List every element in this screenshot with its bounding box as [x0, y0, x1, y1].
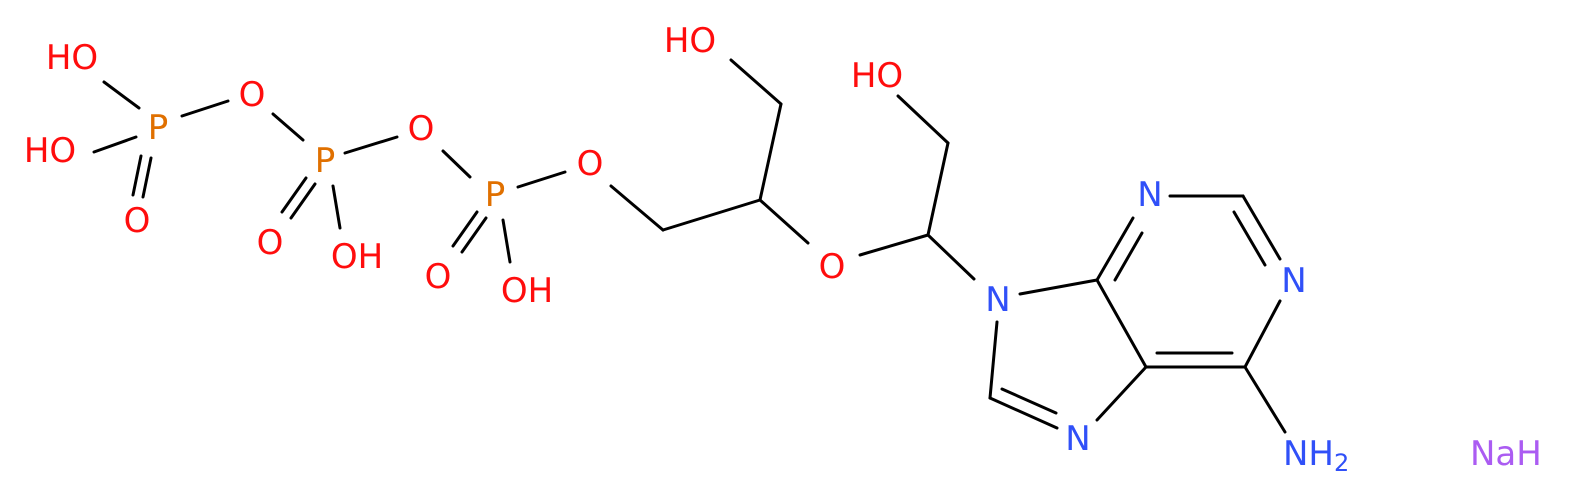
bond	[131, 154, 143, 197]
atom-double-oxygen-3: O	[425, 257, 452, 297]
atom-nitrogen-1: N	[1281, 261, 1306, 301]
atom-hydroxyl-3: OH	[331, 237, 383, 277]
bond	[1095, 365, 1148, 422]
bond	[289, 182, 317, 220]
atom-ester-oxygen: O	[577, 144, 604, 184]
bond	[758, 102, 783, 202]
atom-bridge-oxygen-2: O	[408, 109, 435, 149]
bond	[271, 112, 305, 142]
bond	[460, 216, 488, 254]
atom-nitrogen-3: N	[1137, 175, 1162, 215]
bond	[1243, 365, 1287, 434]
atom-phosphorus-1: P	[148, 108, 169, 148]
bond	[1018, 278, 1099, 296]
bond	[926, 141, 950, 237]
atom-sodium-hydride: NaH	[1470, 434, 1542, 474]
bond	[1243, 299, 1282, 369]
bonds	[92, 58, 1287, 434]
bond	[988, 396, 1059, 430]
atom-labels: HO HO P O O P O OH O P O OH O HO HO O N …	[24, 21, 1542, 477]
bond	[1113, 231, 1144, 282]
atom-double-oxygen-2: O	[257, 223, 284, 263]
bond	[141, 156, 153, 199]
bond	[988, 320, 999, 400]
bond	[331, 184, 342, 230]
atom-hydroxyl-4: OH	[501, 271, 553, 311]
bond	[729, 58, 783, 106]
bond	[609, 184, 665, 232]
atom-amine: NH2	[1283, 434, 1349, 477]
bond	[661, 198, 762, 232]
bond	[896, 94, 950, 145]
bond	[1095, 278, 1148, 369]
atom-hydroxyl-5: HO	[664, 21, 716, 61]
bond	[516, 170, 567, 189]
bond	[1095, 216, 1135, 282]
bond	[858, 233, 930, 257]
bond	[1232, 210, 1267, 267]
atom-hydroxyl-1: HO	[46, 38, 98, 78]
atom-phosphorus-2: P	[315, 141, 336, 181]
bond	[180, 99, 230, 118]
atom-hydroxyl-2: HO	[24, 131, 76, 171]
bond	[1241, 194, 1282, 261]
atom-nitrogen-7: N	[1065, 419, 1090, 459]
atom-hydroxyl-6: HO	[851, 56, 903, 96]
bond	[441, 149, 472, 179]
bond	[1000, 387, 1058, 415]
bond	[926, 233, 976, 281]
atom-phosphorus-3: P	[485, 175, 506, 215]
bond	[758, 198, 810, 245]
atom-ether-oxygen: O	[819, 247, 846, 287]
bond	[92, 135, 138, 154]
atom-nitrogen-9: N	[985, 280, 1010, 320]
atom-double-oxygen-1: O	[124, 201, 151, 241]
atom-bridge-oxygen-1: O	[239, 75, 266, 115]
bond	[501, 218, 512, 264]
bond	[280, 176, 308, 214]
bond	[451, 210, 479, 248]
bond	[102, 80, 141, 110]
bond	[343, 135, 399, 155]
